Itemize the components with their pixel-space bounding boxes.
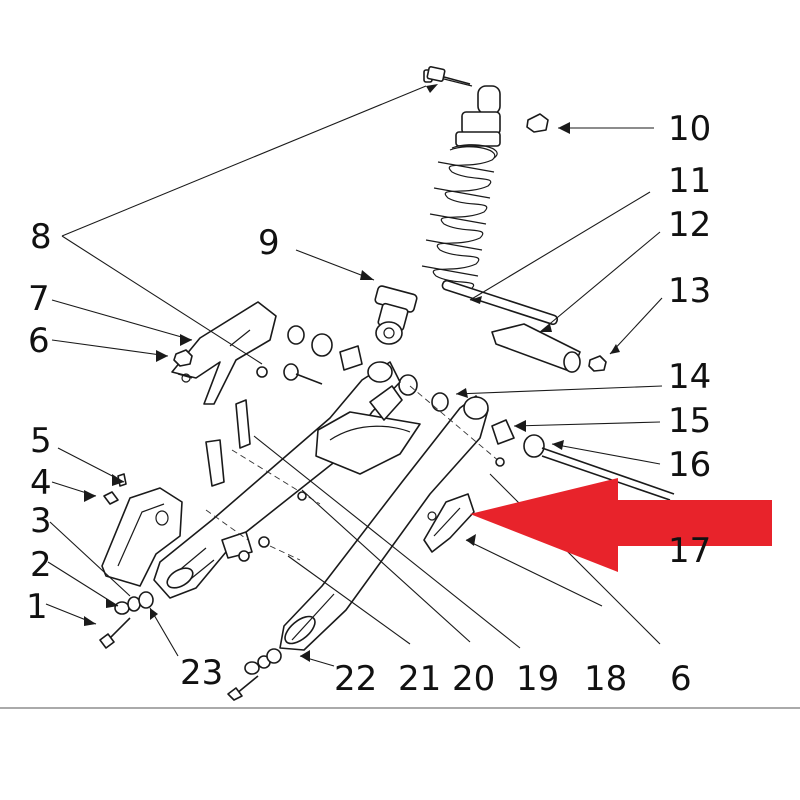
bolt-8-top — [426, 66, 471, 85]
nut-13 — [588, 355, 607, 372]
callout-labels: 1 2 3 4 5 6 7 8 9 10 11 12 13 14 15 16 1… — [26, 109, 711, 699]
leader-lines — [45, 85, 663, 667]
callout-4: 4 — [30, 463, 52, 503]
callout-6-left: 6 — [28, 321, 50, 361]
pivot-hardware — [491, 419, 675, 501]
arrowheads — [84, 84, 620, 662]
callout-12: 12 — [668, 205, 711, 245]
callout-22: 22 — [334, 659, 377, 699]
swingarm-body — [153, 361, 489, 651]
callout-23: 23 — [180, 653, 223, 693]
callout-5: 5 — [30, 421, 52, 461]
hardware-left — [99, 473, 154, 649]
callout-14: 14 — [668, 357, 711, 397]
link-12 — [491, 323, 581, 373]
nut-6-left — [173, 349, 193, 367]
callout-7: 7 — [28, 279, 50, 319]
callout-3: 3 — [30, 501, 52, 541]
callout-8: 8 — [30, 217, 52, 257]
callout-13: 13 — [668, 271, 711, 311]
small-bolts — [238, 366, 505, 562]
callout-20: 20 — [452, 659, 495, 699]
hardware-lower — [227, 648, 282, 701]
nut-10 — [526, 113, 549, 133]
callout-19: 19 — [516, 659, 559, 699]
callout-6-right: 6 — [670, 659, 692, 699]
callout-17: 17 — [668, 531, 711, 571]
callout-15: 15 — [668, 401, 711, 441]
callout-1: 1 — [26, 587, 48, 627]
link-plate-7 — [171, 301, 277, 405]
bushings-top — [287, 325, 449, 412]
callout-21: 21 — [398, 659, 441, 699]
shock-spring — [421, 144, 498, 291]
callout-2: 2 — [30, 545, 52, 585]
callout-16: 16 — [668, 445, 711, 485]
bolt-8-lower — [283, 363, 323, 385]
chain-guard-5 — [101, 487, 183, 587]
shock-absorber — [374, 69, 501, 345]
chain-slider-18 — [423, 493, 475, 553]
callout-11: 11 — [668, 161, 711, 201]
callout-10: 10 — [668, 109, 711, 149]
callout-18: 18 — [584, 659, 627, 699]
pivot-rod-11 — [441, 279, 559, 326]
callout-9: 9 — [258, 223, 280, 263]
highlight-arrow — [470, 478, 772, 572]
